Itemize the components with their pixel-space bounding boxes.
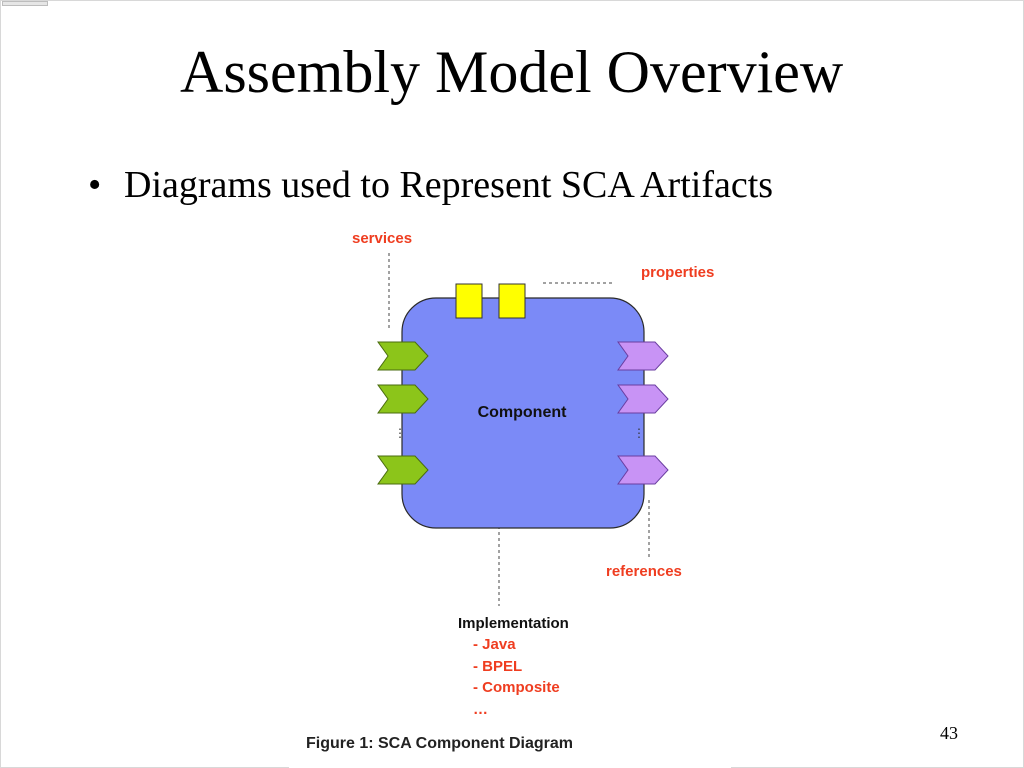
implementation-item-more: …	[473, 700, 488, 718]
implementation-item-java: - Java	[473, 636, 516, 653]
slide-thumbnail	[2, 1, 48, 6]
services-label: services	[352, 230, 413, 247]
services-ellipsis: ⋮	[394, 426, 406, 440]
property-icon	[498, 283, 526, 319]
service-icon	[377, 455, 429, 485]
implementation-item-composite: - Composite	[473, 679, 560, 696]
bullet-icon: •	[88, 164, 102, 206]
bullet-text: Diagrams used to Represent SCA Artifacts	[124, 164, 774, 206]
property-icon	[455, 283, 483, 319]
implementation-list: - Java - BPEL - Composite …	[473, 634, 560, 720]
service-icon	[377, 384, 429, 414]
references-ellipsis: ⋮	[633, 426, 645, 440]
implementation-item-bpel: - BPEL	[473, 657, 523, 675]
page-number: 43	[940, 723, 958, 743]
reference-icon	[617, 341, 669, 371]
bullet-item: • Diagrams used to Represent SCA Artifact…	[88, 163, 773, 207]
slide-title: Assembly Model Overview	[180, 39, 844, 105]
references-label: references	[606, 563, 682, 580]
figure-caption: Figure 1: SCA Component Diagram	[306, 735, 573, 752]
properties-label: properties	[641, 264, 715, 281]
reference-icon	[617, 455, 669, 485]
service-icon	[377, 341, 429, 371]
reference-icon	[617, 384, 669, 414]
implementation-heading: Implementation	[458, 615, 569, 632]
component-label: Component	[477, 404, 567, 421]
